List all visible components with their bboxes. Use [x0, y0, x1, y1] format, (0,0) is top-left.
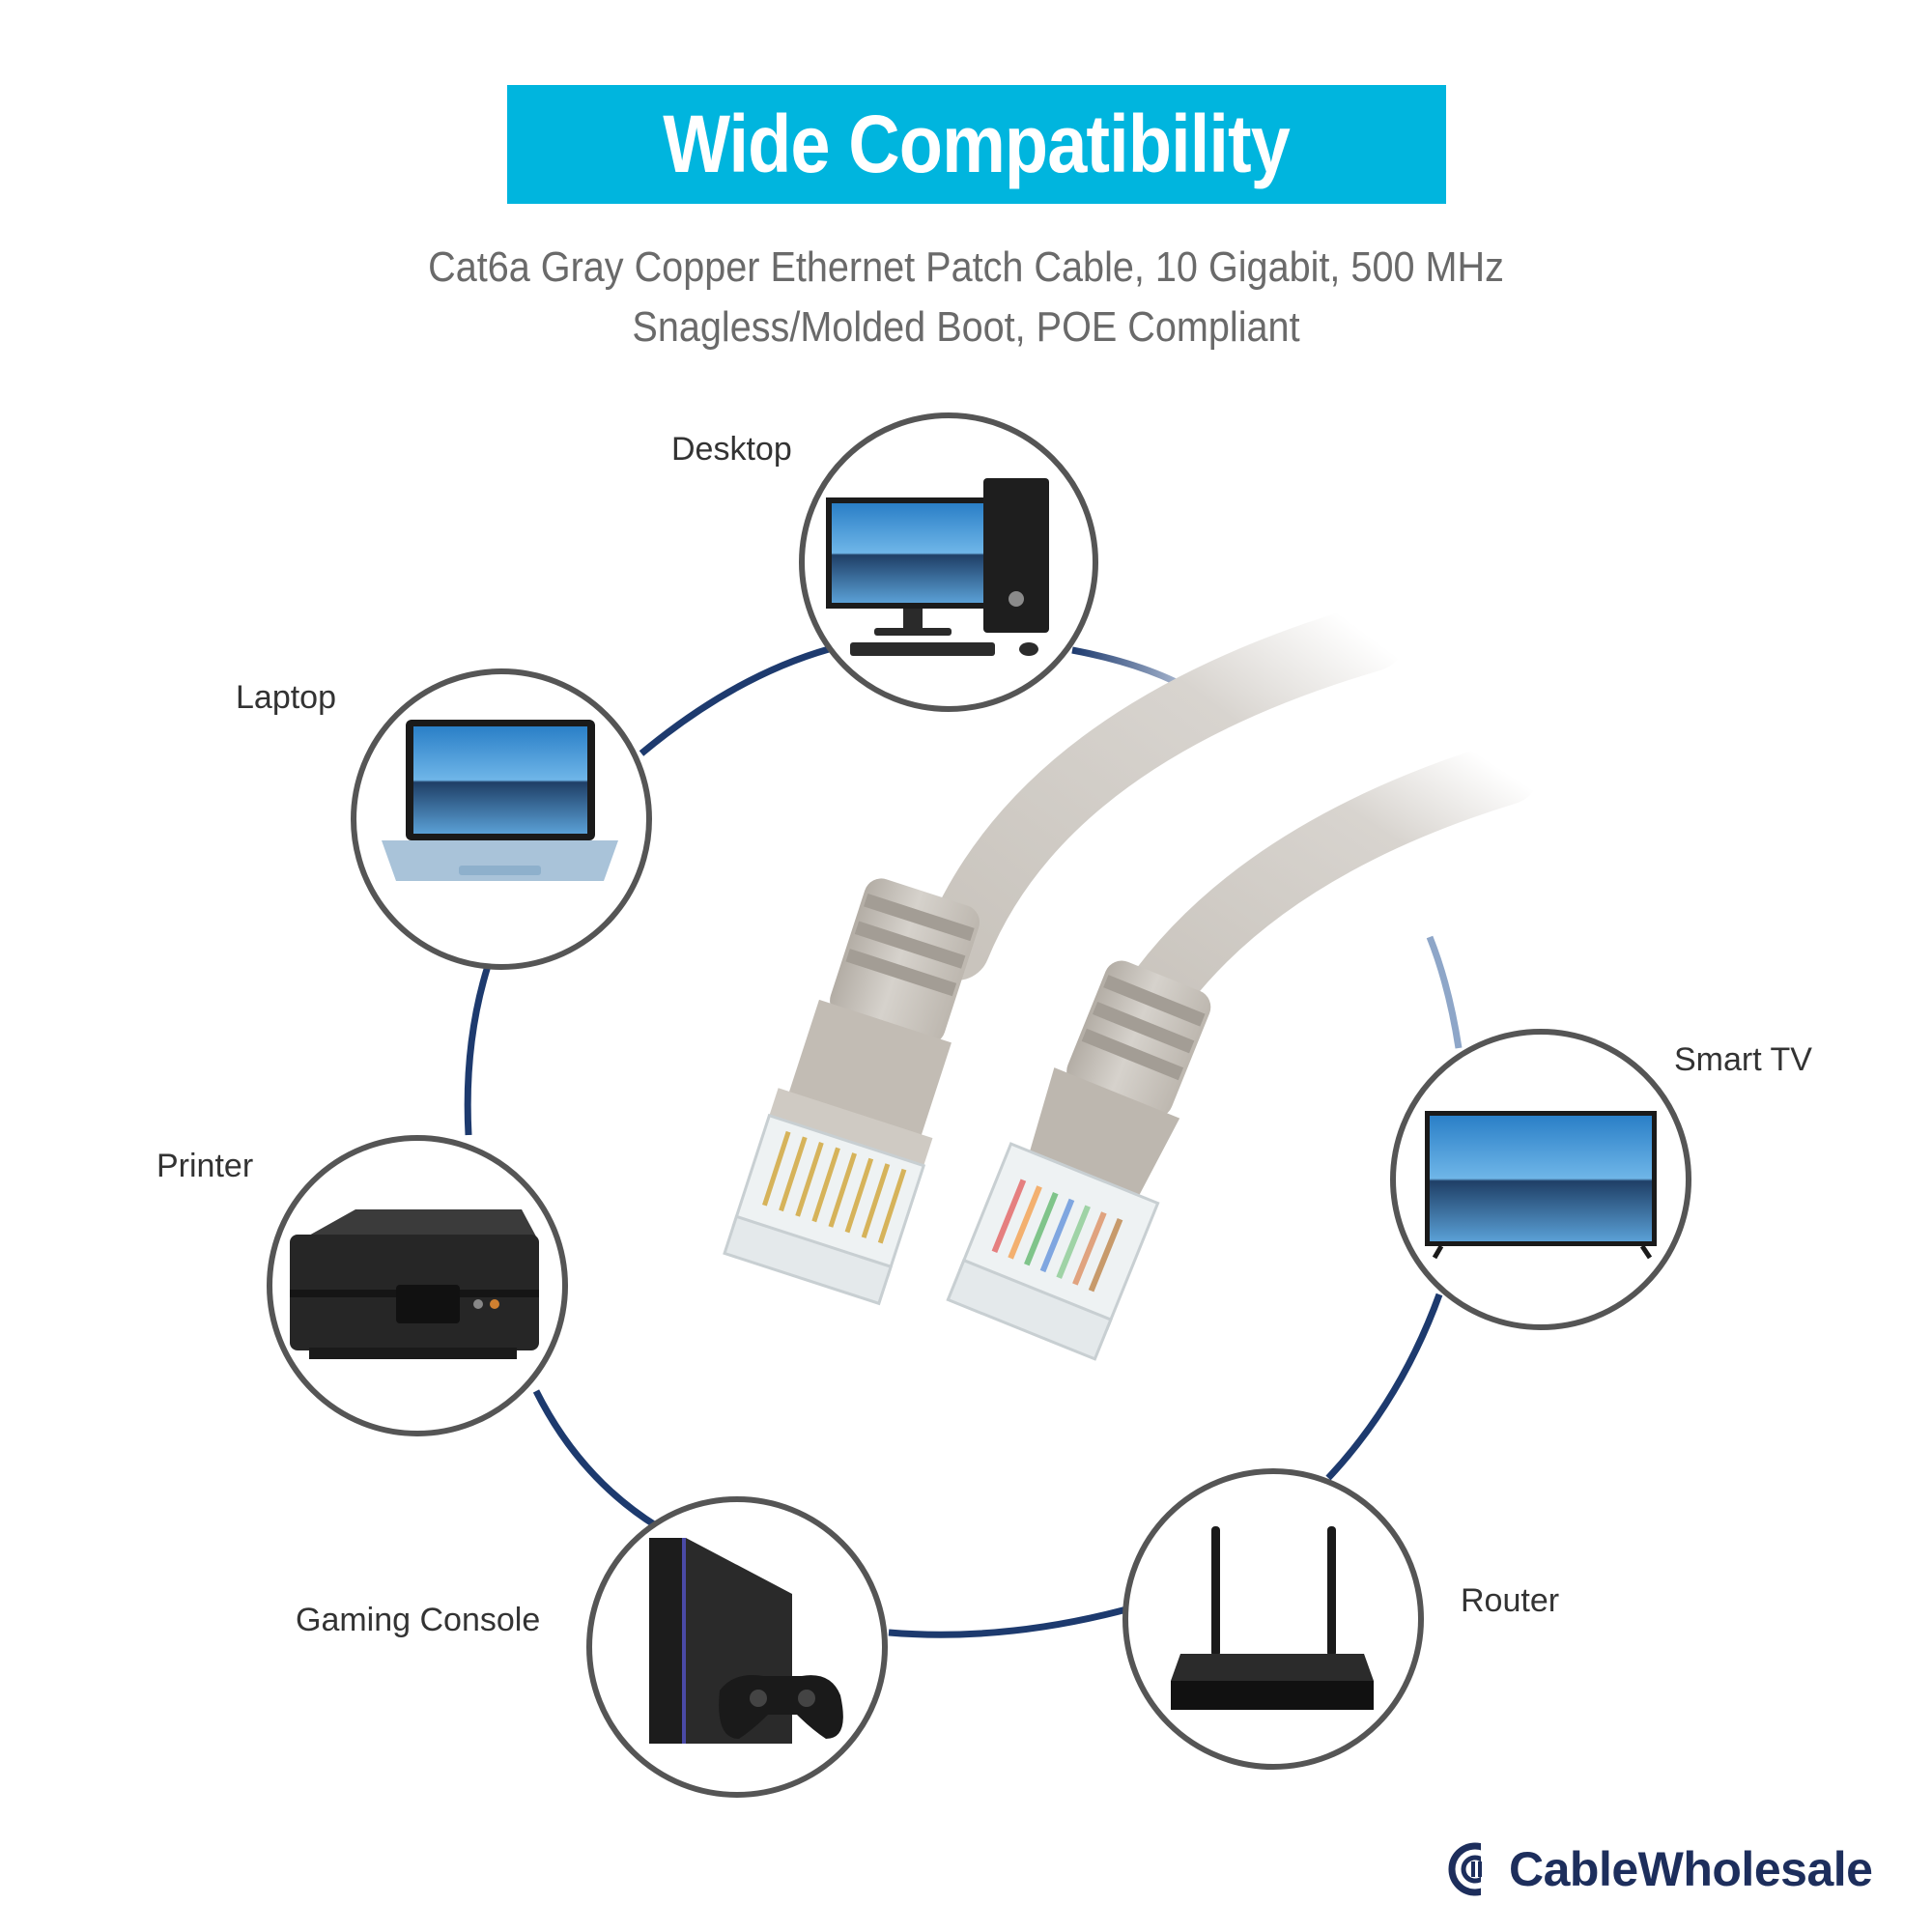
brand-name: CableWholesale	[1509, 1842, 1873, 1896]
gaming-console-icon	[649, 1538, 843, 1744]
label-desktop: Desktop	[671, 431, 792, 468]
page-title: Wide Compatibility	[663, 99, 1292, 189]
laptop-circle	[351, 668, 652, 970]
label-router: Router	[1461, 1582, 1560, 1619]
router-circle	[1122, 1468, 1424, 1770]
label-laptop: Laptop	[236, 679, 336, 716]
printer-icon	[290, 1209, 539, 1359]
desktop-computer-icon	[826, 478, 1049, 656]
desktop-circle	[799, 412, 1098, 712]
ring-segment-router-tv	[1325, 1293, 1443, 1481]
ring-segment-laptop-printer	[464, 964, 492, 1136]
label-gaming-console: Gaming Console	[296, 1602, 541, 1638]
ethernet-cable-icon	[723, 604, 1539, 1361]
laptop-icon	[382, 720, 618, 881]
ring-segment-printer-console	[532, 1389, 659, 1529]
ring-segment-tv-cable	[1426, 935, 1463, 1049]
label-printer: Printer	[156, 1148, 254, 1184]
ring-segment-console-router	[888, 1605, 1131, 1638]
title-banner: Wide Compatibility	[507, 85, 1446, 204]
subtitle-line-2: Snagless/Molded Boot, POE Compliant	[632, 303, 1300, 351]
smart-tv-circle	[1390, 1029, 1691, 1330]
smart-tv-icon	[1425, 1111, 1657, 1260]
label-smart-tv: Smart TV	[1674, 1041, 1812, 1078]
router-icon	[1171, 1526, 1374, 1710]
subtitle-line-1: Cat6a Gray Copper Ethernet Patch Cable, …	[428, 243, 1504, 291]
printer-circle	[267, 1135, 568, 1436]
cablewholesale-logo-icon	[1448, 1842, 1506, 1896]
gaming-console-circle	[586, 1496, 888, 1798]
brand-logo: CableWholesale	[1509, 1835, 1873, 1903]
ring-segment-laptop-desktop	[639, 645, 830, 756]
